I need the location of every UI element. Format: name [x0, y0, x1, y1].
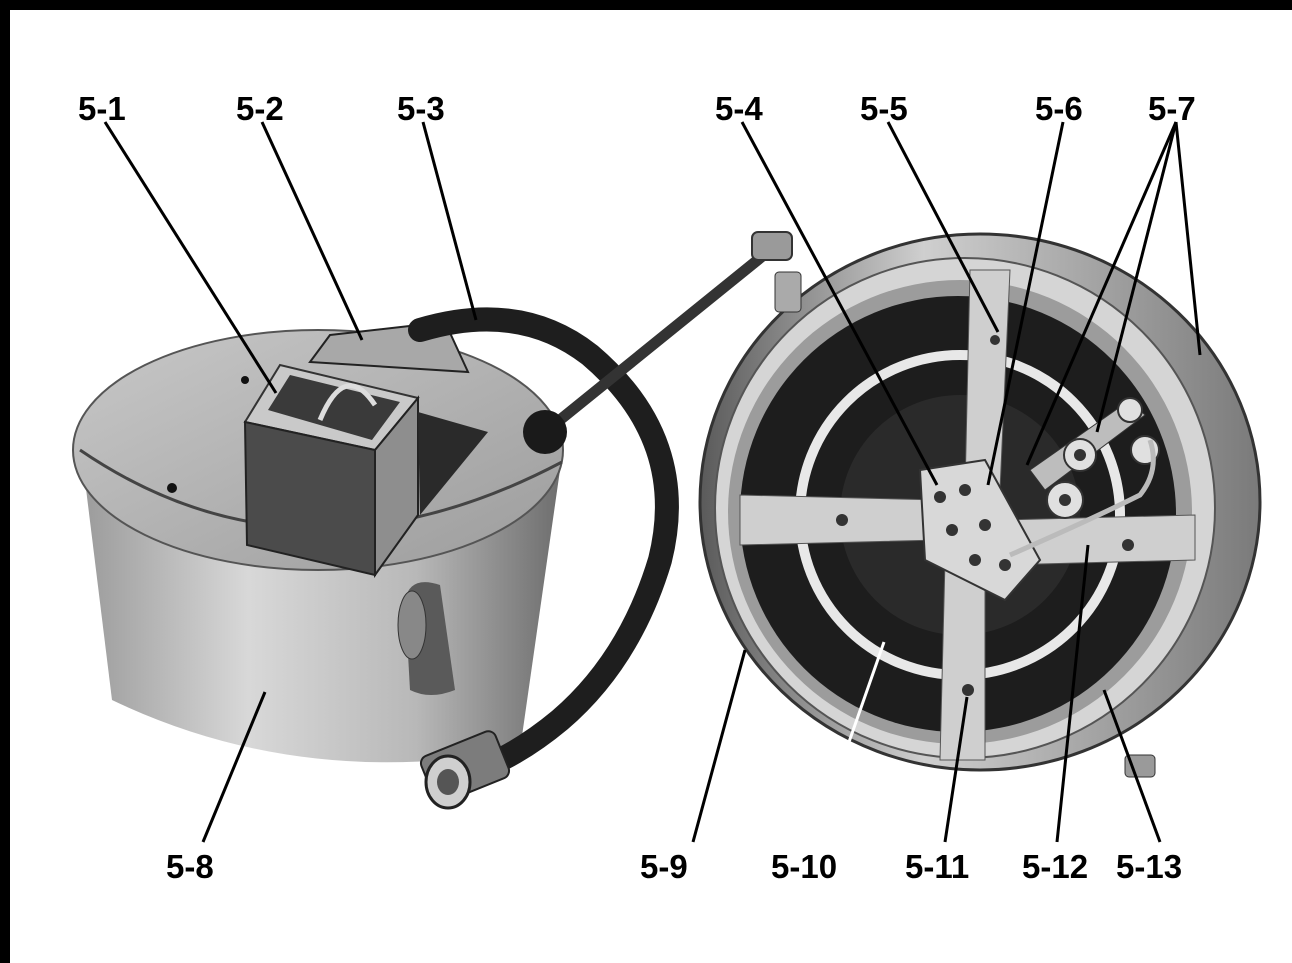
callout-5-10: 5-10: [771, 848, 837, 885]
callout-5-9: 5-9: [640, 848, 688, 885]
callout-5-7: 5-7: [1148, 90, 1196, 127]
callout-5-3: 5-3: [397, 90, 445, 127]
leader-5-7c: [1174, 121, 1202, 356]
leader-5-7a: [1025, 121, 1178, 466]
callout-5-2: 5-2: [236, 90, 284, 127]
leader-lines: [103, 121, 1202, 843]
callout-5-13: 5-13: [1116, 848, 1182, 885]
leader-5-8: [201, 691, 267, 843]
leader-5-11: [943, 696, 969, 843]
callout-labels: 5-1 5-2 5-3 5-4 5-5 5-6 5-7 5-8 5-9 5-10…: [78, 90, 1196, 885]
callout-5-6: 5-6: [1035, 90, 1083, 127]
callout-5-5: 5-5: [860, 90, 908, 127]
cable: [408, 307, 679, 810]
leader-5-12: [1055, 544, 1090, 843]
leader-5-6: [986, 121, 1065, 486]
leader-5-4: [740, 121, 939, 486]
drum-assembly: [698, 232, 1262, 778]
callout-5-4: 5-4: [715, 90, 763, 127]
callout-5-1: 5-1: [78, 90, 126, 127]
leader-5-10: [812, 641, 886, 843]
callout-5-11: 5-11: [905, 848, 969, 885]
leader-5-9: [691, 649, 747, 843]
leader-5-7b: [1095, 121, 1178, 433]
leader-5-5: [886, 121, 1000, 333]
callout-5-8: 5-8: [166, 848, 214, 885]
leader-5-13: [1102, 689, 1162, 843]
sample-box: [243, 320, 488, 579]
adjusting-rod: [523, 231, 793, 454]
leader-5-3: [421, 121, 478, 321]
leader-5-2: [260, 121, 364, 341]
callout-5-12: 5-12: [1022, 848, 1088, 885]
leader-5-1: [103, 121, 278, 394]
